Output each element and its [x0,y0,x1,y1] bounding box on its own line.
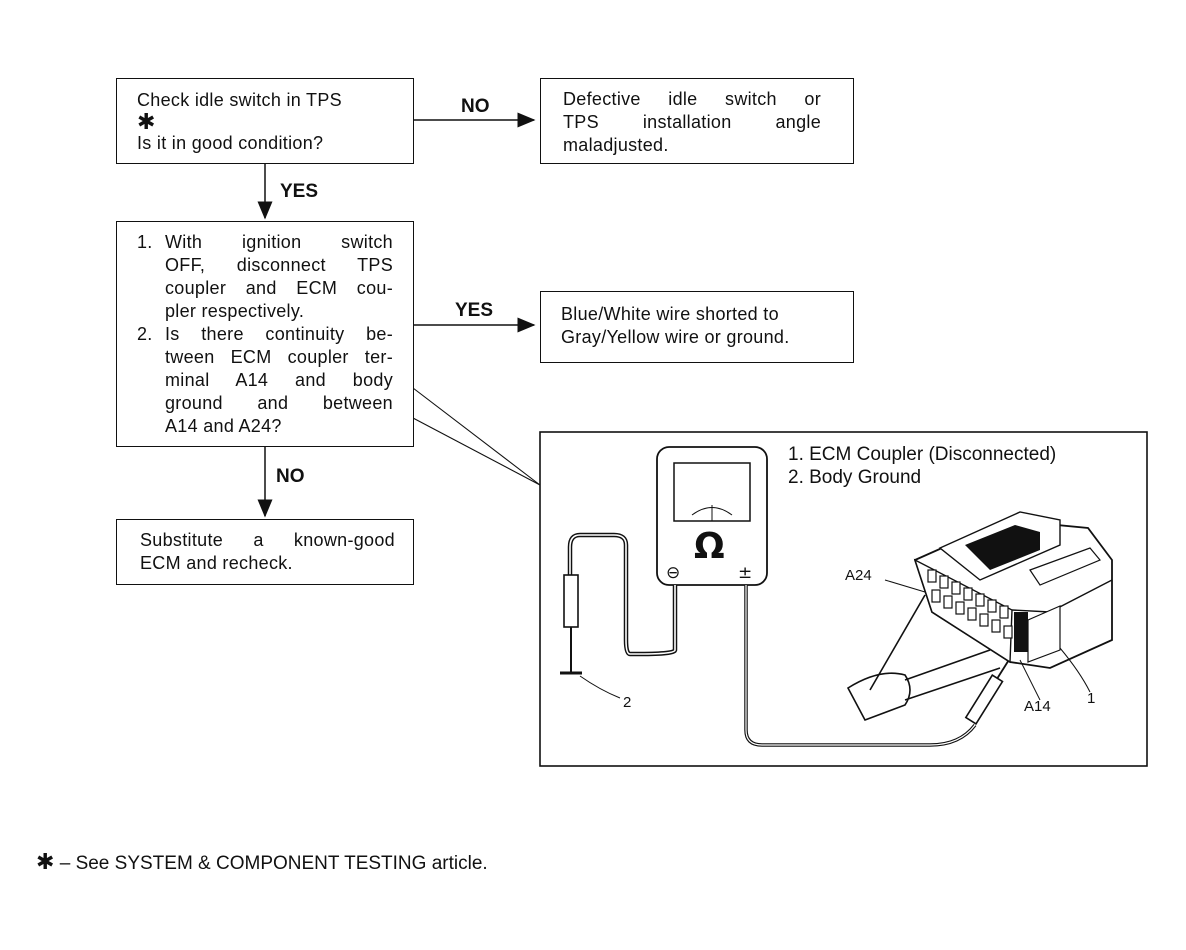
star-icon: ✱ [36,849,55,874]
box4-line1: Blue/White wire shorted to [561,304,779,324]
callout-wedge-line-upper [412,387,541,486]
step-1-line: coupler and ECM cou- [165,278,393,298]
box5-line2: ECM and recheck. [140,553,293,573]
callout-a14-leader [1019,659,1041,701]
callout-a24: A24 [845,567,872,584]
step-1-number: 1. [137,232,153,252]
star-icon: ✱ [137,109,156,134]
wire-harness [846,594,1001,721]
callout-a14: A14 [1024,698,1051,715]
callout-1: 1 [1087,690,1096,707]
step-2-line: minal A14 and body [165,370,393,390]
step-2: 2. Is there continuity be- tween ECM cou… [137,323,393,438]
callout-1-leader [1059,647,1091,693]
box4-line2: Gray/Yellow wire or ground. [561,327,790,347]
ohmmeter [656,446,768,586]
callout-2-leader [579,675,621,699]
box1-line2: Is it in good condition? [137,133,324,153]
footnote-text: – See SYSTEM & COMPONENT TESTING article… [59,853,488,874]
continuity-check-box: 1. With ignition switch OFF, disconnect … [116,221,414,447]
wire-shorted-box: Blue/White wire shorted to Gray/Yellow w… [540,291,854,363]
label-no-2: NO [276,466,305,487]
step-2-line: A14 and A24? [165,416,282,436]
substitute-ecm-box: Substitute a known-good ECM and recheck. [116,519,414,585]
step-1-line: OFF, disconnect TPS [165,255,393,275]
ground-probe [560,574,582,675]
minus-terminal-icon: ⊖ [666,563,681,583]
callout-a24-leader [884,579,926,593]
plus-terminal-icon: ± [738,563,753,583]
label-no-1: NO [461,96,490,117]
box2-line1: Defective idle switch or [563,89,821,109]
box2-line3: maladjusted. [563,135,669,155]
ohm-symbol: Ω [694,526,725,567]
footnote: ✱ – See SYSTEM & COMPONENT TESTING artic… [36,849,488,875]
step-2-line: ground and between [165,393,393,413]
step-1: 1. With ignition switch OFF, disconnect … [137,231,393,323]
box2-line2: TPS installation angle [563,112,821,132]
label-yes-2: YES [455,300,494,321]
step-2-line: Is there continuity be- [165,324,393,344]
legend-ecm-coupler: 1. ECM Coupler (Disconnected) [788,444,1057,465]
label-yes-1: YES [280,181,319,202]
step-2-line: tween ECM coupler ter- [165,347,393,367]
callout-2: 2 [623,694,632,711]
box1-line1: Check idle switch in TPS [137,90,342,110]
legend-body-ground: 2. Body Ground [788,467,922,488]
check-idle-switch-box: Check idle switch in TPS ✱ Is it in good… [116,78,414,164]
callout-wedge-line-lower [412,417,541,486]
box5-line1: Substitute a known-good [140,530,395,550]
step-2-number: 2. [137,324,153,344]
step-1-line: With ignition switch [165,232,393,252]
defective-idle-switch-box: Defective idle switch or TPS installatio… [540,78,854,164]
ecm-coupler [913,511,1113,669]
step-1-line: pler respectively. [165,301,305,321]
